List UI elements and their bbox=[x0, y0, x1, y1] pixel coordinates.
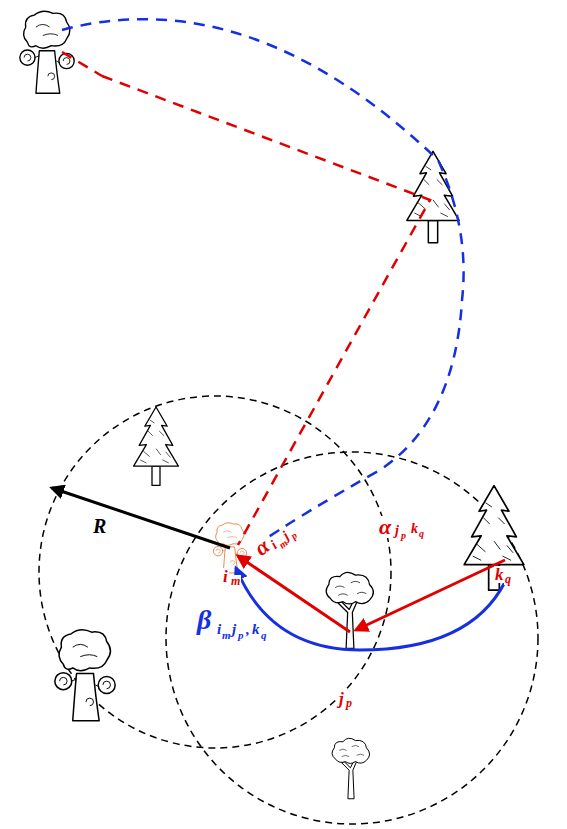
math-label: q bbox=[504, 573, 512, 585]
alpha-arrow bbox=[356, 560, 505, 630]
red-dashed-path bbox=[62, 52, 430, 545]
math-label: q bbox=[260, 630, 268, 641]
math-label: p bbox=[237, 630, 245, 641]
math-label: j bbox=[394, 524, 400, 538]
baobab-tree bbox=[20, 11, 74, 93]
math-label: m bbox=[230, 575, 241, 587]
oak-tree bbox=[332, 738, 370, 798]
math-label: α bbox=[378, 516, 392, 538]
math-label: m bbox=[221, 630, 232, 641]
math-label: q bbox=[418, 529, 425, 539]
baobab-tree bbox=[55, 630, 115, 721]
math-label: R bbox=[92, 516, 107, 536]
radius-arrow bbox=[52, 488, 230, 548]
math-label: p bbox=[400, 531, 407, 541]
pine-tree bbox=[134, 407, 179, 485]
oak-tree bbox=[326, 572, 373, 648]
math-label: β bbox=[196, 606, 212, 634]
range-circle bbox=[39, 396, 391, 748]
blue-dashed-path bbox=[62, 19, 464, 548]
math-label: , bbox=[245, 622, 251, 637]
math-label: k bbox=[494, 566, 505, 583]
beta-arc bbox=[236, 568, 505, 650]
alpha-arrow bbox=[238, 556, 350, 632]
range-circle bbox=[166, 452, 538, 824]
math-label: j bbox=[338, 690, 345, 707]
math-label: p bbox=[345, 697, 353, 709]
math-label: i bbox=[222, 568, 229, 585]
